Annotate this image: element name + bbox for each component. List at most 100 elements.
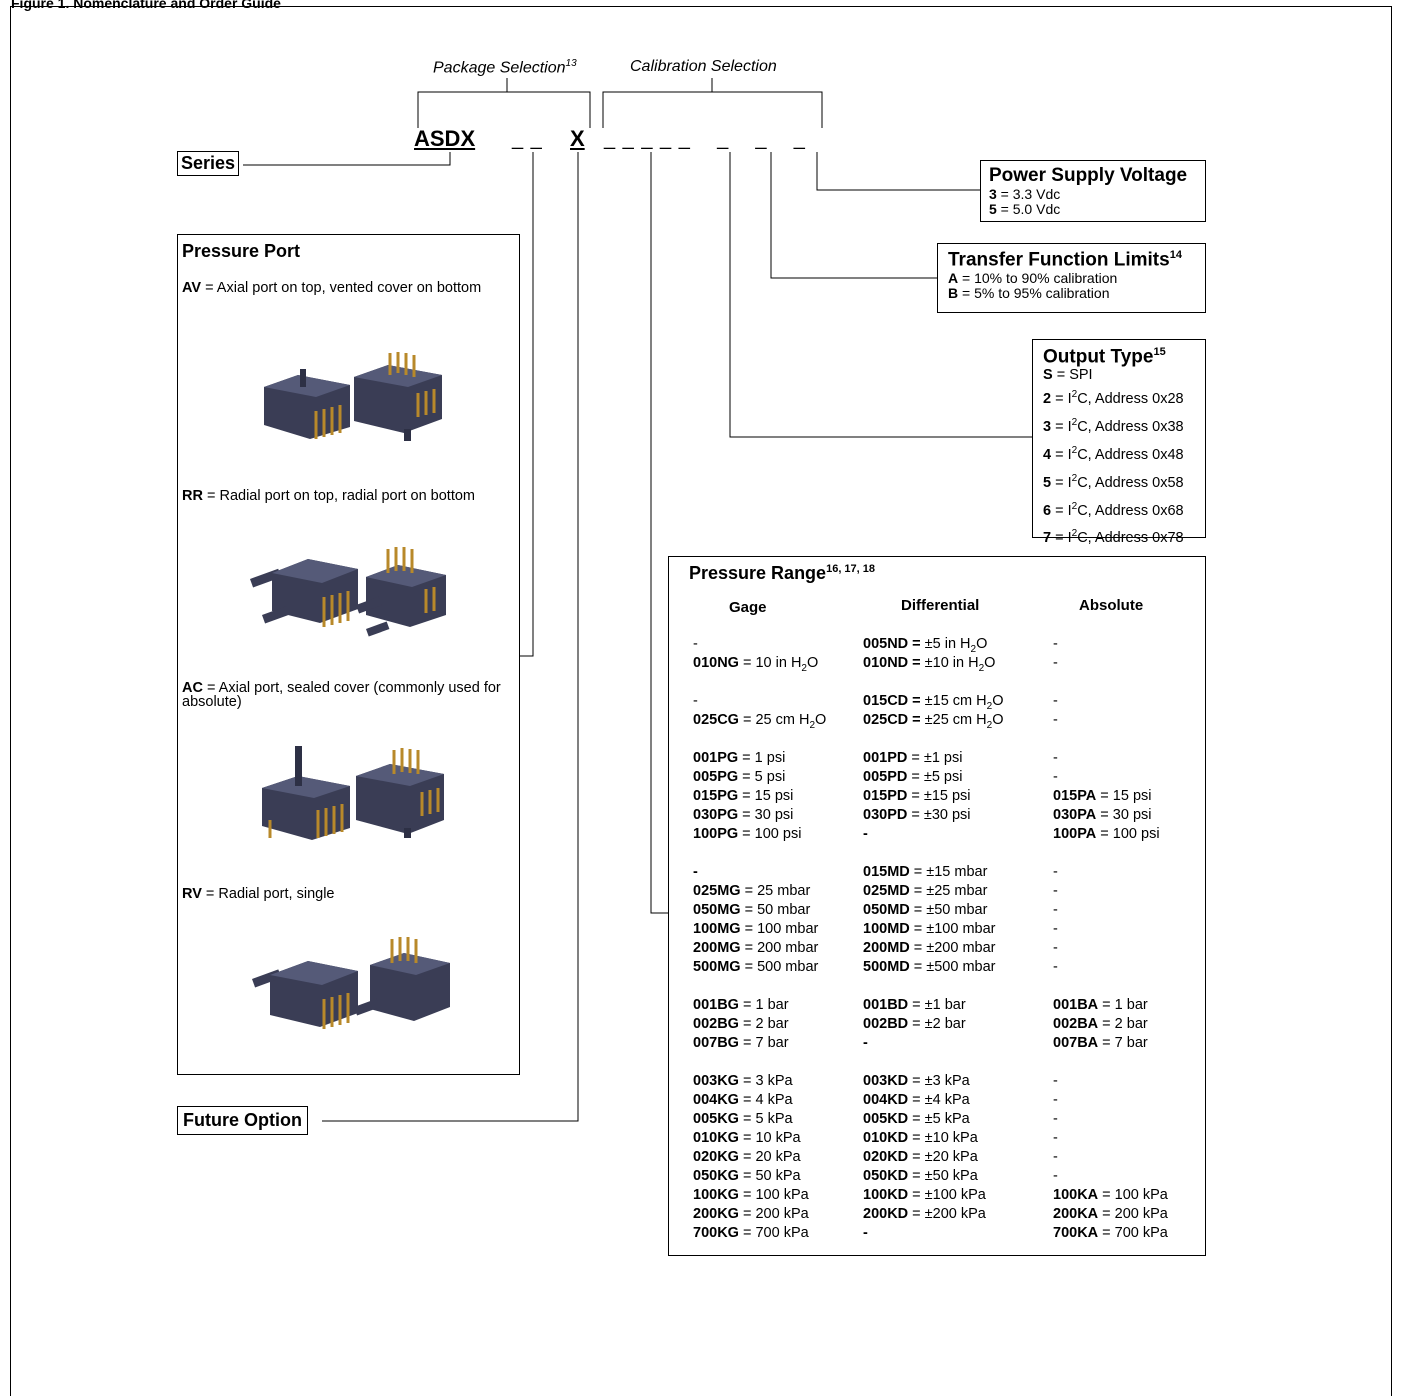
output-type-item: 6 = I2C, Address 0x68 [1043,500,1184,519]
output-type-item: S = SPI [1043,367,1093,384]
range-entry: - [863,1035,868,1051]
port-option-rv: RV = Radial port, single [182,886,335,902]
port-option-av: AV = Axial port on top, vented cover on … [182,280,482,296]
output-type-box: Output Type15 S = SPI 2 = I2C, Address 0… [1032,339,1206,546]
range-entry: - [863,1225,868,1241]
range-entry: 001BG = 1 bar [693,997,789,1013]
range-entry: 007BA = 7 bar [1053,1035,1148,1051]
transfer-function-item: B = 5% to 95% calibration [948,285,1110,302]
calibration-placeholder: _ _ _ _ _ _ _ _ [604,128,806,150]
range-entry: - [1053,769,1058,785]
range-entry: - [1053,693,1058,709]
range-entry: - [1053,1149,1058,1165]
range-entry: 100KA = 100 kPa [1053,1187,1168,1203]
range-entry: 025CD = ±25 cm H2O [863,712,1004,731]
power-connector [816,152,980,191]
range-entry: 050MG = 50 mbar [693,902,811,918]
range-entry: 001PD = ±1 psi [863,750,963,766]
range-entry: 001BA = 1 bar [1053,997,1148,1013]
range-entry: 050KD = ±50 kPa [863,1168,978,1184]
range-entry: 500MG = 500 mbar [693,959,819,975]
series-label: Series [181,153,236,173]
transfer-function-box: Transfer Function Limits14 A = 10% to 90… [937,243,1206,313]
range-entry: - [1053,712,1058,728]
pressure-range-connector [650,152,668,914]
range-entry: - [1053,1092,1058,1108]
output-type-connector [729,152,1032,438]
range-entry: 100MG = 100 mbar [693,921,819,937]
range-entry: 005PG = 5 psi [693,769,786,785]
range-entry: 003KD = ±3 kPa [863,1073,970,1089]
future-option-label: Future Option [183,1110,302,1130]
range-entry: 010KD = ±10 kPa [863,1130,978,1146]
range-entry: 100PA = 100 psi [1053,826,1160,842]
column-header-gage: Gage [729,599,767,616]
future-code: X [570,126,585,151]
port-option-rr: RR = Radial port on top, radial port on … [182,488,475,504]
range-entry: 004KD = ±4 kPa [863,1092,970,1108]
output-type-item: 7 = I2C, Address 0x78 [1043,528,1184,547]
range-entry: 700KA = 700 kPa [1053,1225,1168,1241]
range-entry: 100PG = 100 psi [693,826,802,842]
range-entry: 700KG = 700 kPa [693,1225,809,1241]
range-entry: - [1053,750,1058,766]
calibration-bracket [602,91,823,128]
range-entry: 100KG = 100 kPa [693,1187,809,1203]
range-entry: 003KG = 3 kPa [693,1073,793,1089]
range-entry: 200KD = ±200 kPa [863,1206,986,1222]
range-entry: 025MG = 25 mbar [693,883,811,899]
range-entry: 030PG = 30 psi [693,807,794,823]
pressure-port-title: Pressure Port [182,241,301,261]
pressure-range-title: Pressure Range16, 17, 18 [689,563,876,583]
range-entry: 200KG = 200 kPa [693,1206,809,1222]
range-entry: 015PG = 15 psi [693,788,794,804]
range-entry: - [1053,921,1058,937]
package-selection-label: Package Selection13 [433,58,577,77]
range-entry: - [1053,864,1058,880]
range-entry: - [693,693,698,709]
range-entry: 100MD = ±100 mbar [863,921,996,937]
range-entry: 002BA = 2 bar [1053,1016,1148,1032]
range-entry: 002BG = 2 bar [693,1016,789,1032]
range-entry: 015MD = ±15 mbar [863,864,988,880]
range-entry: - [1053,940,1058,956]
range-entry: 001PG = 1 psi [693,750,786,766]
port-option-ac: AC = Axial port, sealed cover (commonly … [182,680,501,710]
range-entry: 100KD = ±100 kPa [863,1187,986,1203]
output-type-title: Output Type15 [1043,346,1166,368]
range-entry: 005ND = ±5 in H2O [863,636,988,655]
output-type-item: 2 = I2C, Address 0x28 [1043,389,1184,408]
range-entry: 001BD = ±1 bar [863,997,966,1013]
range-entry: 020KG = 20 kPa [693,1149,801,1165]
range-entry: 005KD = ±5 kPa [863,1111,970,1127]
range-entry: 002BD = ±2 bar [863,1016,966,1032]
range-entry: 025MD = ±25 mbar [863,883,988,899]
series-code: ASDX [414,126,476,151]
series-connector [243,152,451,166]
range-entry: 010ND = ±10 in H2O [863,655,996,674]
range-entry: - [1053,1130,1058,1146]
range-entry: 005PD = ±5 psi [863,769,963,785]
range-entry: - [1053,883,1058,899]
transfer-function-item: A = 10% to 90% calibration [948,270,1118,287]
range-entry: 050MD = ±50 mbar [863,902,988,918]
range-entry: 007BG = 7 bar [693,1035,789,1051]
range-entry: 025CG = 25 cm H2O [693,712,827,731]
figure-title: Figure 1. Nomenclature and Order Guide [11,0,281,11]
transfer-connector [770,152,937,279]
device-image-av [264,352,442,441]
calibration-selection-label: Calibration Selection [630,58,777,75]
device-image-rr [250,547,446,637]
range-entry: 030PD = ±30 psi [863,807,971,823]
transfer-function-title: Transfer Function Limits14 [948,249,1182,271]
pressure-port-box: Pressure Port AV = Axial port on top, ve… [177,234,520,1075]
column-header-differential: Differential [901,597,980,614]
range-entry: - [1053,1111,1058,1127]
range-entry: - [693,864,698,880]
power-supply-item: 5 = 5.0 Vdc [989,201,1061,217]
range-entry: 015PD = ±15 psi [863,788,971,804]
range-entry: - [1053,959,1058,975]
package-placeholder: _ _ [512,128,543,150]
